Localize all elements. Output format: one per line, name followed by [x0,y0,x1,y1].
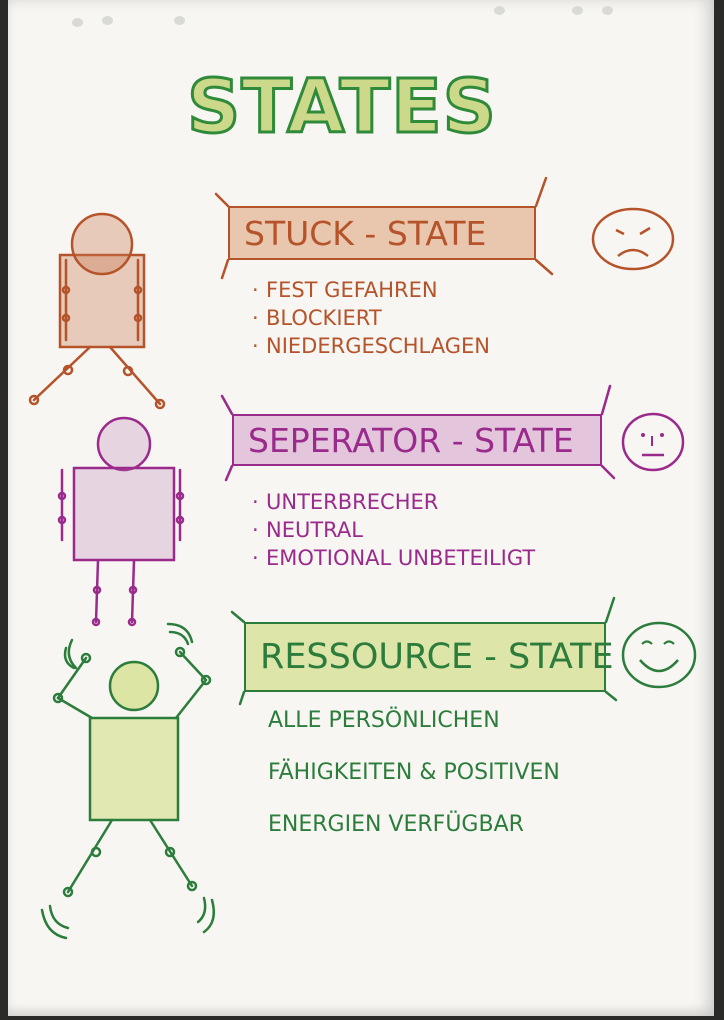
stuck-state-label: STUCK - STATE [244,213,487,253]
flipchart-sheet [8,0,714,1016]
ressource-line: ALLE PERSÖNLICHEN [268,708,500,733]
list-item: ·FEST GEFAHREN [252,278,438,302]
ressource-state-box: RESSOURCE - STATE [244,622,614,692]
seperator-figure [57,416,185,627]
seperator-state-label: SEPERATOR - STATE [248,420,574,460]
list-item: ·BLOCKIERT [252,306,382,330]
list-item: ·NIEDERGESCHLAGEN [252,334,490,358]
list-item: ·UNTERBRECHER [252,490,439,514]
ressource-line: ENERGIEN VERFÜGBAR [268,812,524,837]
punch-hole [72,18,83,27]
sad-face-icon [591,207,675,271]
punch-hole [602,6,613,15]
seperator-box-corners [220,384,616,482]
punch-hole [494,6,505,15]
page-title: STATES [186,64,498,150]
punch-hole [174,16,185,25]
list-item: ·EMOTIONAL UNBETEILIGT [252,546,536,570]
punch-hole [102,16,113,25]
ressource-line: FÄHIGKEITEN & POSITIVEN [268,760,560,785]
ressource-state-label: RESSOURCE - STATE [260,637,614,677]
ressource-figure [40,622,215,940]
seperator-state-box: SEPERATOR - STATE [232,414,602,466]
neutral-face-icon [621,412,685,472]
stuck-box-corners [214,176,554,280]
happy-face-icon [621,621,697,689]
ressource-box-corners [230,596,618,706]
punch-hole [572,6,583,15]
list-item: ·NEUTRAL [252,518,363,542]
stuck-state-box: STUCK - STATE [228,206,536,260]
stuck-figure [28,212,166,410]
stuck-state-list: ·FEST GEFAHREN ·BLOCKIERT ·NIEDERGESCHLA… [252,276,490,360]
seperator-state-list: ·UNTERBRECHER ·NEUTRAL ·EMOTIONAL UNBETE… [252,488,535,572]
